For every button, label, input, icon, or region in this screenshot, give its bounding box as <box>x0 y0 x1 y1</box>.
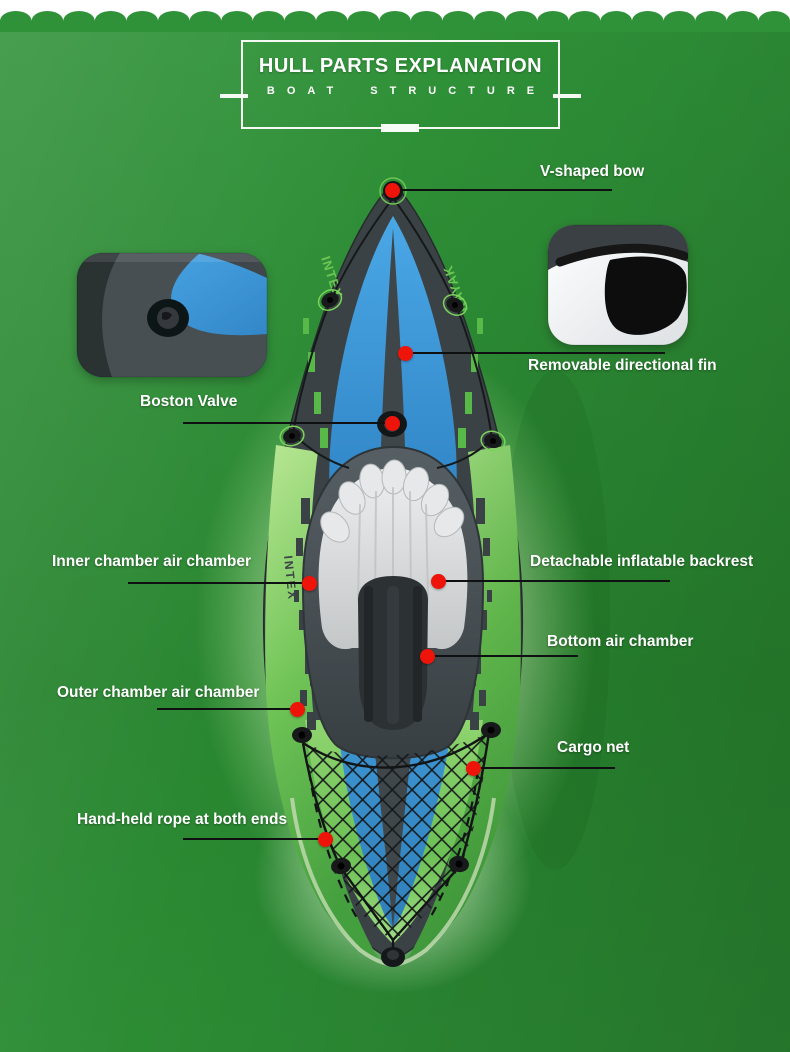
left-green-tube <box>265 445 378 958</box>
seat-pillow-bumps <box>320 459 465 543</box>
label-boston-valve: Boston Valve <box>140 393 238 410</box>
line-boston-valve <box>183 422 392 424</box>
stern-hand-ropes <box>307 769 480 919</box>
page-subtitle: BOAT STRUCTURE <box>266 85 547 97</box>
line-hand-held-rope <box>183 838 325 840</box>
label-inner-chamber: Inner chamber air chamber <box>52 553 251 570</box>
cockpit <box>301 445 485 760</box>
dot-hand-held-rope <box>318 832 333 847</box>
kayak-side-shade <box>500 370 610 870</box>
brand-text-tube-left: INTEX <box>281 555 300 602</box>
inset-directional-fin-photo <box>547 224 689 346</box>
line-bottom-air-chamber <box>433 655 578 657</box>
stern-knob <box>381 947 405 967</box>
line-backrest <box>444 580 670 582</box>
line-v-shaped-bow <box>398 189 612 191</box>
label-outer-chamber: Outer chamber air chamber <box>57 684 260 701</box>
page-title: HULL PARTS EXPLANATION <box>258 55 543 77</box>
dot-outer-chamber <box>290 702 305 717</box>
floor-tubes <box>364 586 422 724</box>
header-dash-left <box>220 94 248 98</box>
label-cargo-net: Cargo net <box>557 739 630 756</box>
label-hand-held-rope: Hand-held rope at both ends <box>77 811 288 828</box>
header-dash-right <box>553 94 581 98</box>
line-cargo-net <box>479 767 615 769</box>
label-backrest: Detachable inflatable backrest <box>530 553 754 570</box>
inset-boston-valve-photo <box>76 252 268 378</box>
label-v-shaped-bow: V-shaped bow <box>540 163 645 180</box>
dot-backrest <box>431 574 446 589</box>
dot-boston-valve <box>385 416 400 431</box>
header-bottom-bar <box>381 124 419 132</box>
dot-inner-chamber <box>302 576 317 591</box>
label-directional-fin: Removable directional fin <box>528 357 717 374</box>
scallop-green-wave <box>0 11 790 32</box>
label-bottom-air-chamber: Bottom air chamber <box>547 633 694 650</box>
dot-bottom-air-chamber <box>420 649 435 664</box>
grommets <box>279 289 506 875</box>
line-outer-chamber <box>157 708 297 710</box>
line-inner-chamber <box>128 582 309 584</box>
dot-v-shaped-bow <box>385 183 400 198</box>
dot-directional-fin <box>398 346 413 361</box>
line-directional-fin <box>406 352 665 354</box>
dot-cargo-net <box>466 761 481 776</box>
right-green-tube <box>408 445 521 958</box>
scallop-top-border <box>0 0 790 32</box>
